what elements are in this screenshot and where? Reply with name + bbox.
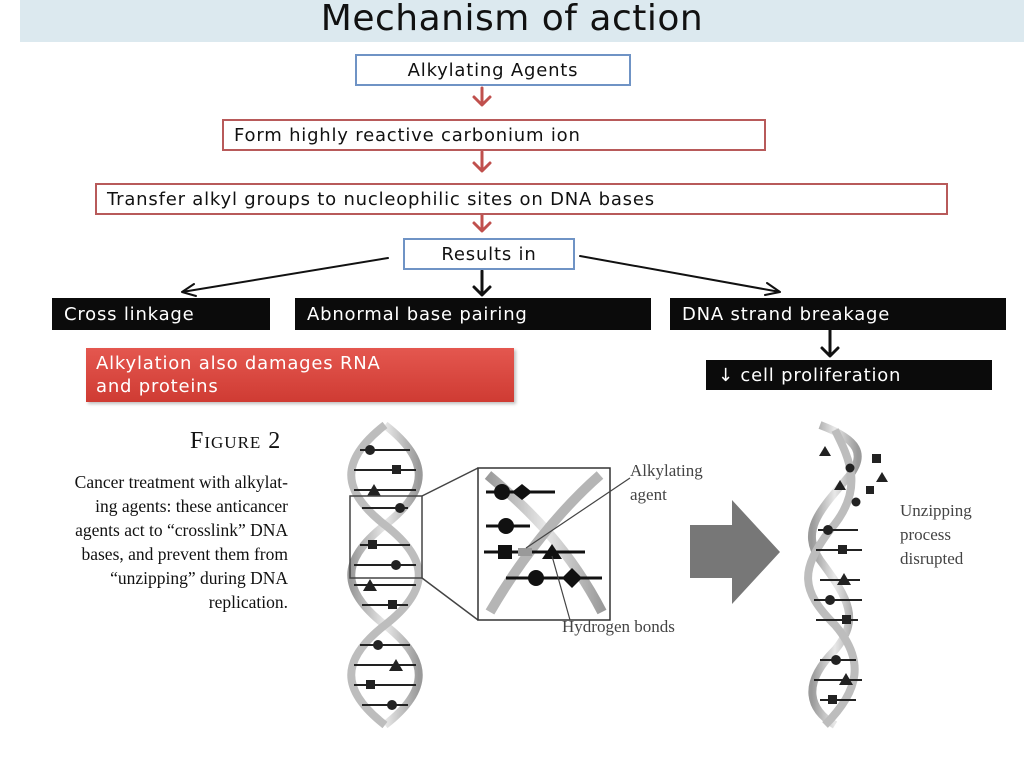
page-title: Mechanism of action xyxy=(320,0,704,39)
step-carbonium-ion: Form highly reactive carbonium ion xyxy=(222,119,766,151)
note-line-2: and proteins xyxy=(96,376,219,397)
figure-caption: Cancer treatment with alkylat- ing agent… xyxy=(10,470,288,614)
arrow-step1-step2 xyxy=(472,86,492,107)
right-dna-helix xyxy=(804,421,888,729)
outcome-dna-strand-breakage: DNA strand breakage xyxy=(670,298,1006,330)
caption-line: replication. xyxy=(208,592,288,612)
alkylating-agent-mark xyxy=(518,548,532,556)
outcome-abnormal-base-pairing: Abnormal base pairing xyxy=(295,298,651,330)
title-band xyxy=(20,0,1024,42)
note-line-1: Alkylation also damages RNA xyxy=(96,353,381,374)
step-transfer-alkyl: Transfer alkyl groups to nucleophilic si… xyxy=(95,183,948,215)
caption-line: agents act to “crosslink” DNA xyxy=(75,520,288,540)
caption-line: bases, and prevent them from xyxy=(81,544,288,564)
arrow-to-strand-breakage xyxy=(579,255,781,296)
outcome-cell-proliferation: ↓ cell proliferation xyxy=(706,360,992,390)
label-unzipping: Unzipping xyxy=(900,501,972,520)
arrow-to-abnormal-pairing xyxy=(472,269,492,297)
outcome-cross-linkage: Cross linkage xyxy=(52,298,270,330)
label-agent: agent xyxy=(630,485,667,504)
label-alkylating: Alkylating xyxy=(630,461,703,480)
zoomed-inset xyxy=(477,467,611,621)
label-leaders xyxy=(525,477,631,621)
label-process: process xyxy=(900,525,951,544)
step-alkylating-agents: Alkylating Agents xyxy=(355,54,631,86)
flowchart-arrows xyxy=(181,86,840,358)
dna-illustration: Alkylating agent Hydrogen bonds Unzippin… xyxy=(347,421,972,729)
label-disrupted: disrupted xyxy=(900,549,964,568)
label-hydrogen-bonds: Hydrogen bonds xyxy=(562,617,675,636)
process-arrow xyxy=(690,500,780,604)
step-results-in: Results in xyxy=(403,238,575,270)
left-dna-helix xyxy=(347,421,423,729)
caption-line: “unzipping” during DNA xyxy=(110,568,288,588)
arrow-to-cross-linkage xyxy=(181,257,389,297)
arrow-step2-step3 xyxy=(472,150,492,173)
caption-line: Cancer treatment with alkylat- xyxy=(74,472,288,492)
figure-title: Figure 2 xyxy=(190,428,282,454)
arrow-to-proliferation xyxy=(820,328,840,358)
arrow-step3-step4 xyxy=(472,212,492,233)
note-rna-proteins: Alkylation also damages RNA and proteins xyxy=(86,348,514,402)
zoom-connector xyxy=(421,467,479,621)
caption-line: ing agents: these anticancer xyxy=(95,496,288,516)
